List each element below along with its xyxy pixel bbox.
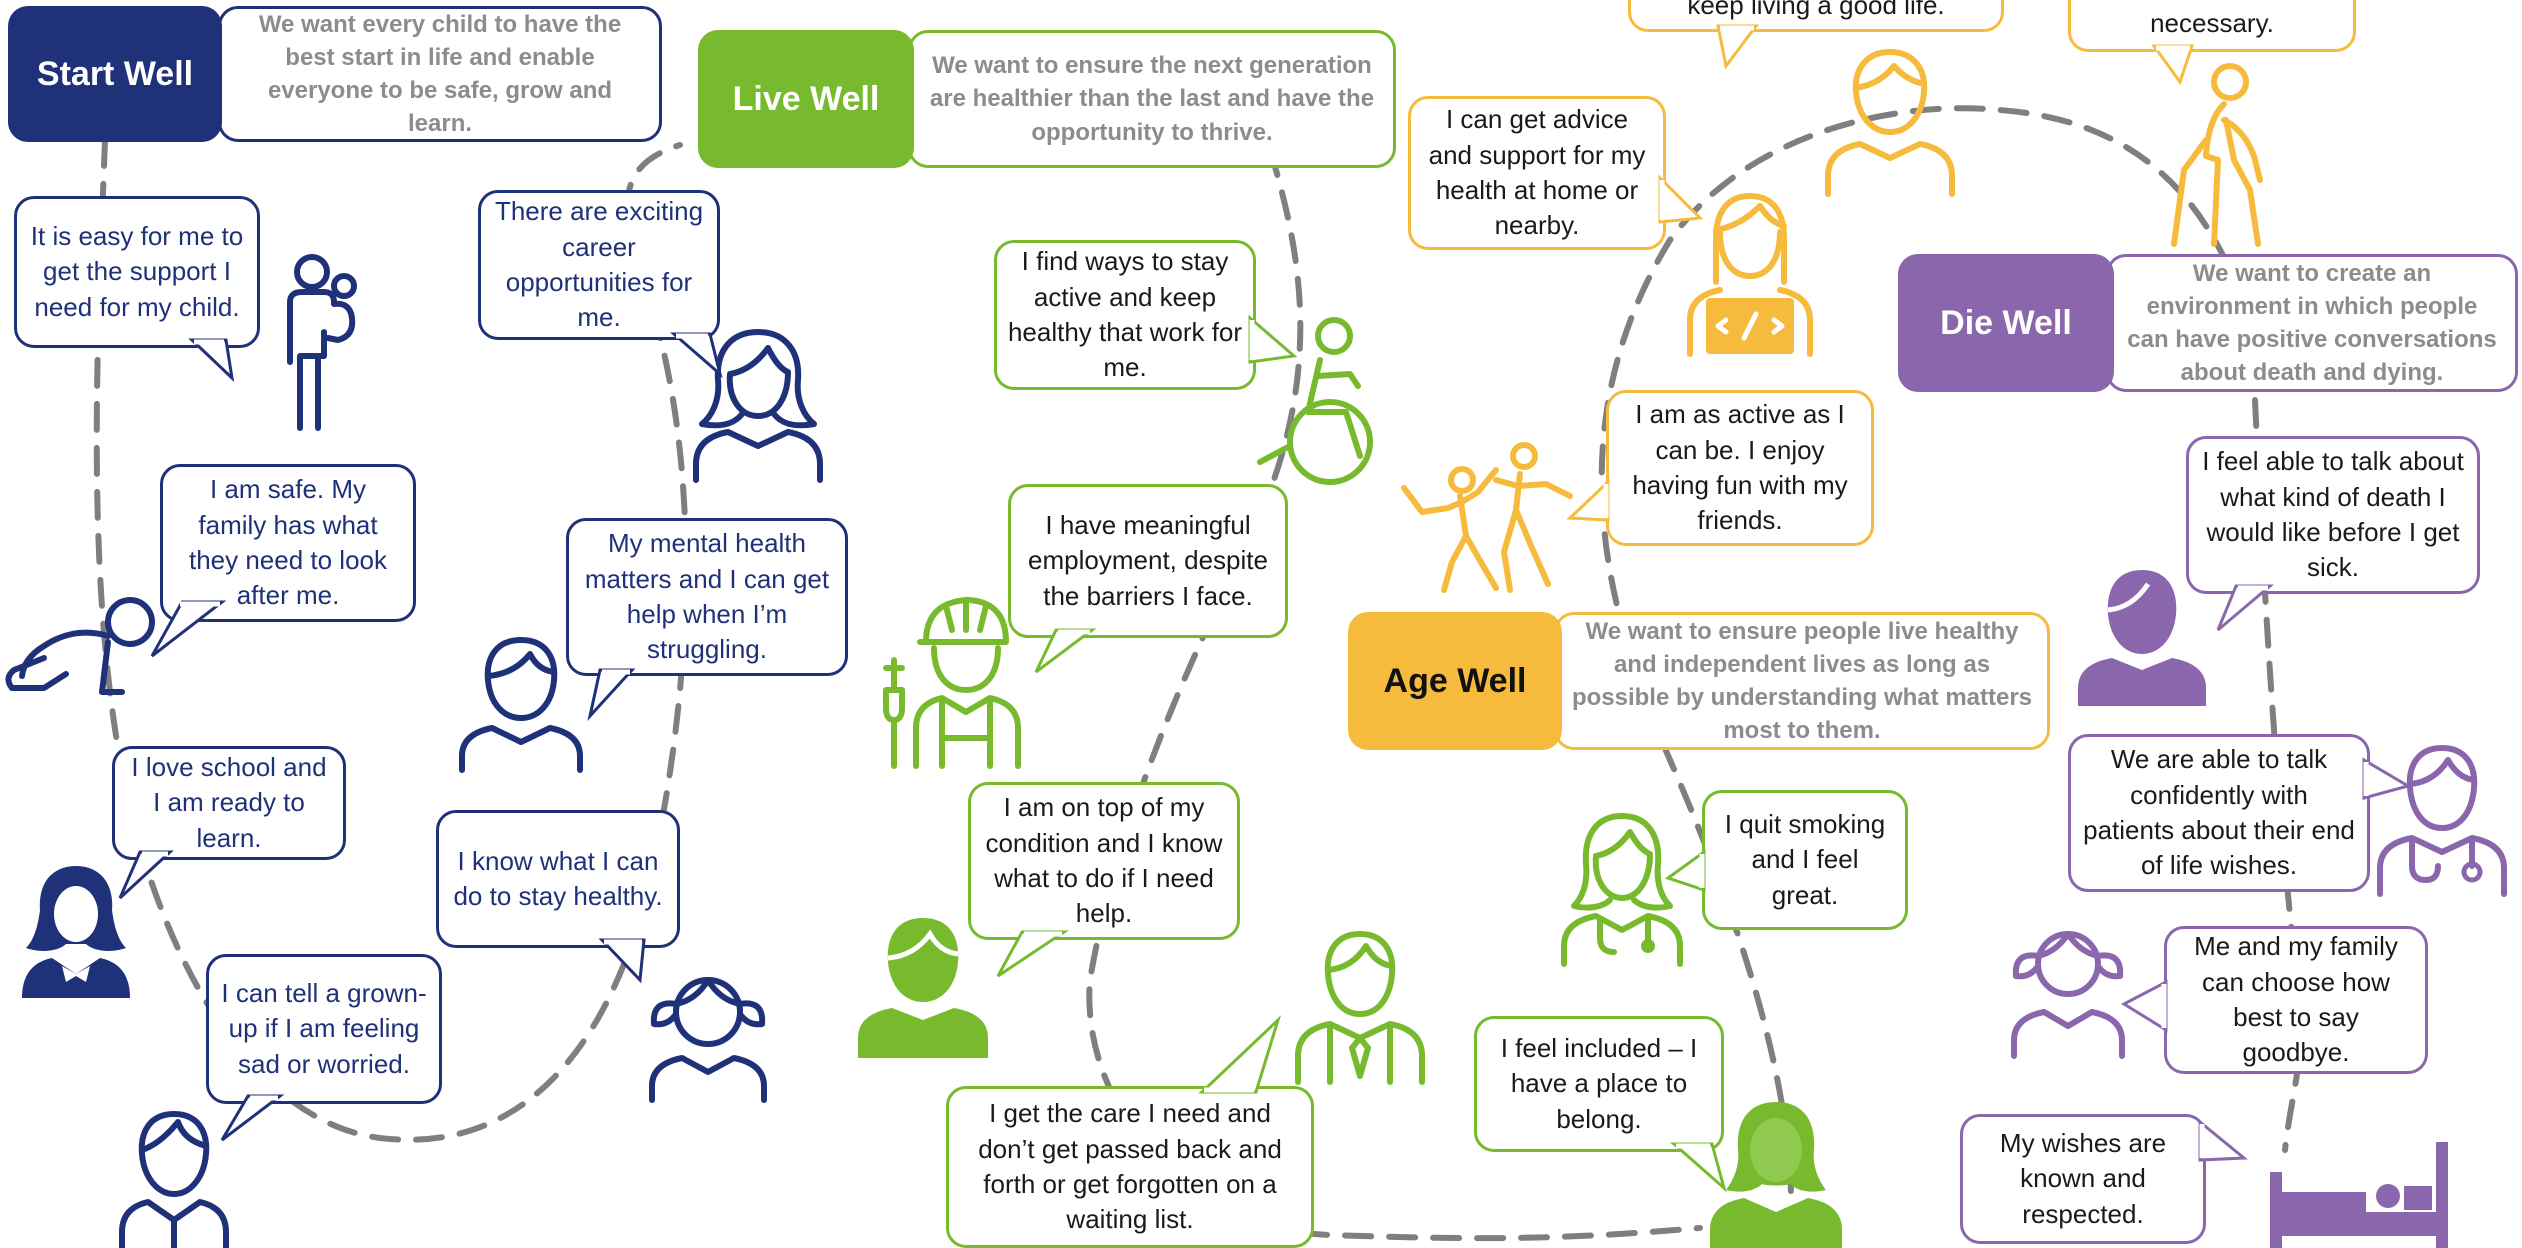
- bubble-tail: [1664, 849, 1706, 893]
- speech-bubble: My mental health matters and I can get h…: [566, 518, 848, 676]
- speech-bubble: I can tell a grown-up if I am feeling sa…: [206, 954, 442, 1104]
- engineer-icon: [883, 597, 1021, 769]
- speech-bubble: Me and my family can choose how best to …: [2164, 926, 2428, 1074]
- man-icon: [858, 918, 988, 1058]
- start-well-path: [93, 137, 689, 1143]
- bubble-tail: [1034, 628, 1097, 674]
- young-woman-icon: [693, 329, 823, 483]
- elderly-man-icon: [1825, 49, 1955, 197]
- bubble-tail: [598, 938, 646, 984]
- bubble-tail: [1658, 174, 1704, 224]
- speech-bubble: I feel included – I have a place to belo…: [1474, 1016, 1724, 1152]
- speech-bubble: I am safe. My family has what they need …: [160, 464, 416, 622]
- speech-bubble: My wishes are known and respected.: [1960, 1114, 2206, 1244]
- bubble-tail: [1716, 24, 1759, 70]
- bubble-tail: [2120, 979, 2168, 1033]
- parent-with-child-icon: [287, 254, 357, 431]
- schoolgirl-icon: [22, 866, 130, 998]
- speech-bubble: I have meaningful employment, despite th…: [1008, 484, 1288, 638]
- speech-bubble: I can get advice and support for my heal…: [1408, 96, 1666, 250]
- speech-bubble: We are able to talk confidently with pat…: [2068, 734, 2370, 892]
- programmer-icon: [1687, 193, 1813, 357]
- bubble-tail: [2216, 584, 2275, 632]
- speech-bubble: It is easy for me to get the support I n…: [14, 196, 260, 348]
- bed-icon: [2270, 1142, 2448, 1248]
- speech-bubble: I get the care I need and don’t get pass…: [946, 1086, 1314, 1248]
- nurse-icon: [1561, 813, 1683, 967]
- businessman-icon: [1295, 931, 1425, 1085]
- speech-bubble: necessary.: [2068, 0, 2356, 52]
- speech-bubble: I am on top of my condition and I know w…: [968, 782, 1240, 940]
- bubble-tail: [220, 1094, 285, 1142]
- bubble-tail: [2362, 757, 2412, 800]
- bubble-tail: [1198, 1015, 1282, 1094]
- bubble-tail: [1248, 314, 1298, 364]
- bubble-tail: [587, 668, 636, 722]
- young-man-icon: [459, 637, 583, 773]
- woman-icon: [1710, 1102, 1842, 1248]
- man-profile-icon: [2078, 570, 2206, 706]
- doctor-icon: [2377, 745, 2507, 897]
- bubble-tail: [188, 338, 235, 383]
- bubble-tail: [1670, 1142, 1727, 1193]
- live-well-description: We want to ensure the next generation ar…: [908, 30, 1396, 168]
- live-well-path: [1086, 147, 1703, 1242]
- start-well-label: Start Well: [8, 6, 222, 142]
- young-boy-icon: [119, 1111, 229, 1248]
- speech-bubble: I find ways to stay active and keep heal…: [994, 240, 1256, 390]
- girl-icon: [2011, 931, 2125, 1059]
- bubble-tail: [1566, 478, 1610, 522]
- speech-bubble: There are exciting career opportunities …: [478, 190, 720, 340]
- speech-bubble: I am as active as I can be. I enjoy havi…: [1606, 390, 1874, 546]
- die-well-label: Die Well: [1898, 254, 2114, 392]
- speech-bubble: I feel able to talk about what kind of d…: [2186, 436, 2480, 594]
- die-well-description: We want to create an environment in whic…: [2106, 254, 2518, 392]
- speech-bubble: I know what I can do to stay healthy.: [436, 810, 680, 948]
- bubble-tail: [118, 850, 174, 900]
- wheelchair-user-icon: [1257, 317, 1373, 485]
- bubble-tail: [150, 600, 227, 658]
- age-well-label: Age Well: [1348, 612, 1562, 750]
- bubble-tail: [2198, 1118, 2248, 1162]
- speech-bubble: keep living a good life.: [1628, 0, 2004, 32]
- dancing-children-icon: [1401, 442, 1573, 593]
- bubble-tail: [2151, 44, 2195, 86]
- older-person-walking-stick-icon: [2171, 63, 2263, 247]
- live-well-label: Live Well: [698, 30, 914, 168]
- age-well-path: [1598, 105, 2233, 1238]
- bubble-tail: [996, 930, 1069, 978]
- speech-bubble: I quit smoking and I feel great.: [1702, 790, 1908, 930]
- bubble-tail: [669, 332, 723, 379]
- age-well-description: We want to ensure people live healthy an…: [1554, 612, 2050, 750]
- speech-bubble: I love school and I am ready to learn.: [112, 746, 346, 860]
- start-well-description: We want every child to have the best sta…: [218, 6, 662, 142]
- crawling-baby-icon: [5, 597, 155, 695]
- girl-with-pigtails-icon: [649, 977, 767, 1103]
